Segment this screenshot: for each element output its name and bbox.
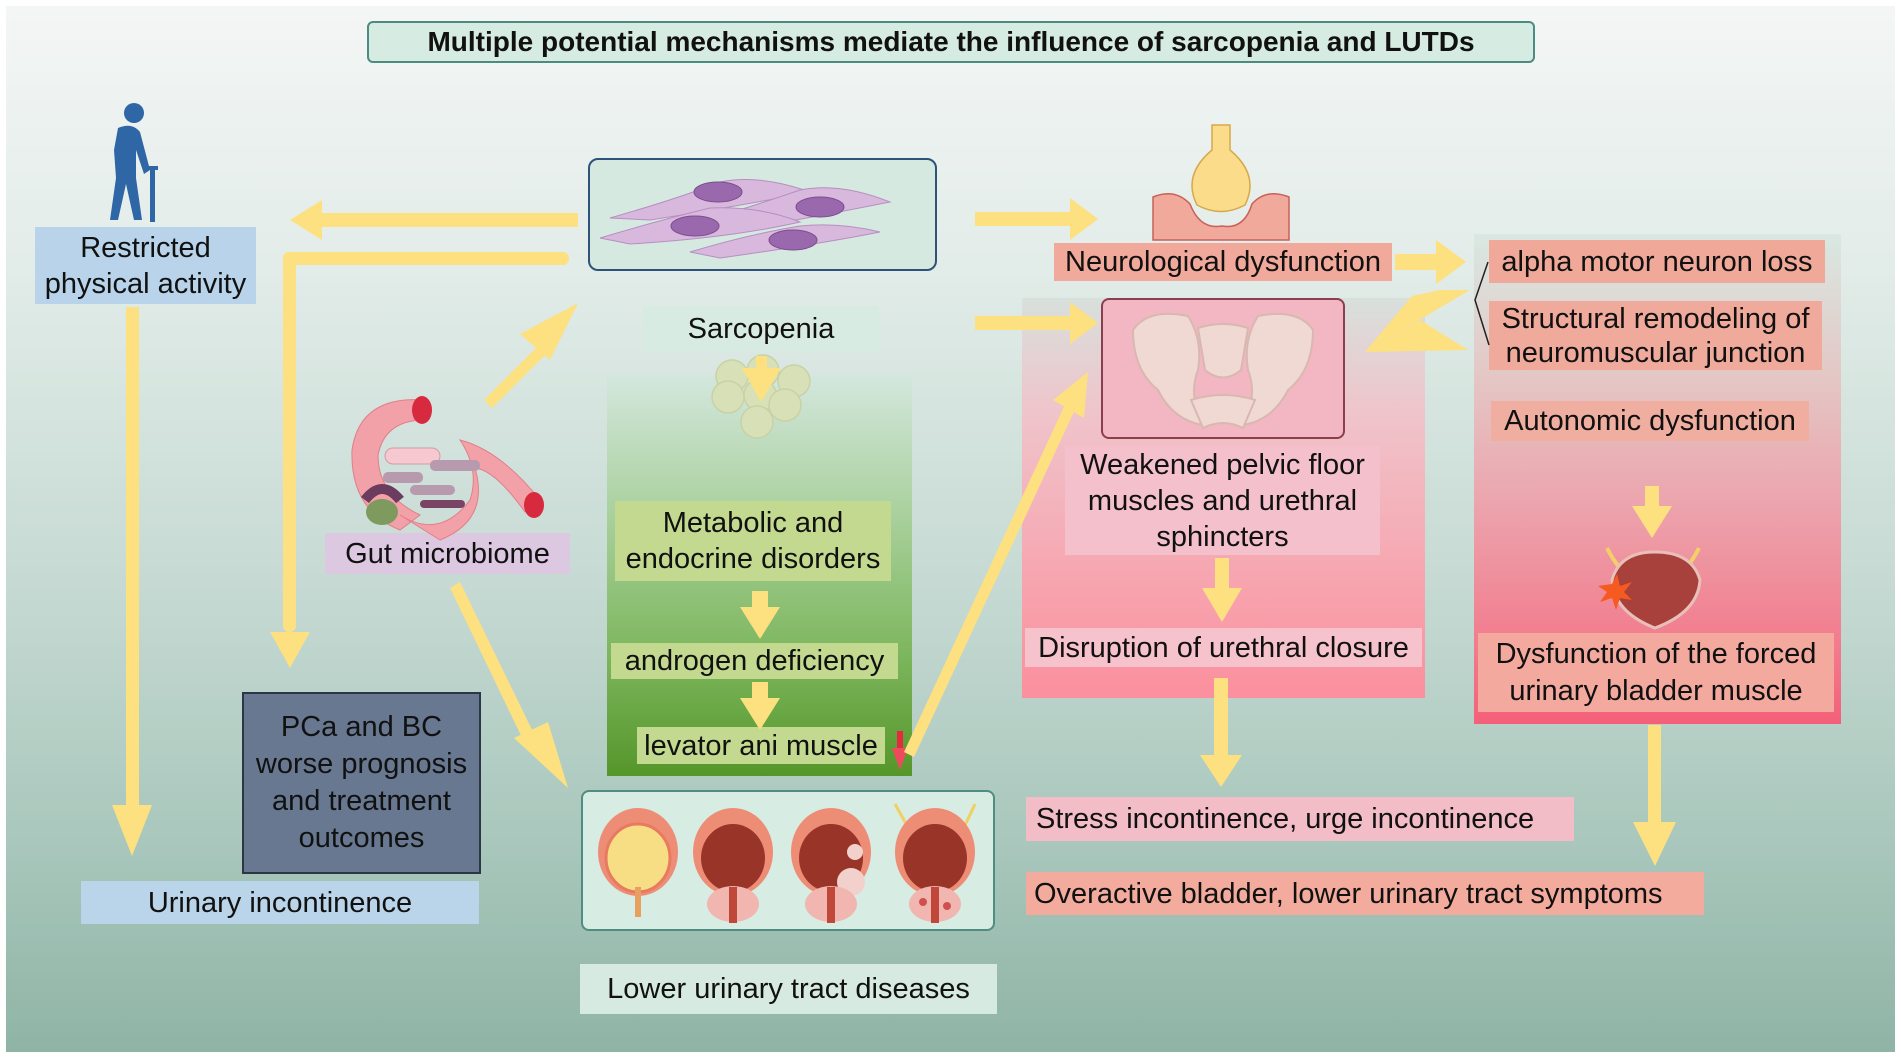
arrow-gut-to-sarcopenia (484, 303, 578, 408)
arrow-gut-to-lutd (450, 582, 538, 748)
neurological-dysfunction-label: Neurological dysfunction (1054, 243, 1392, 281)
arrow-levator-to-pelvic (904, 372, 1088, 757)
arrow-to-pelvic (975, 302, 1098, 344)
weakened-pelvic-floor-label: Weakened pelvic floor muscles and urethr… (1065, 446, 1380, 555)
pca-bc-prognosis-label: PCa and BC worse prognosis and treatment… (242, 692, 481, 874)
arrow-sarcopenia-to-metabolic (742, 356, 781, 402)
arrow-disruption-to-stress (1200, 678, 1242, 787)
metabolic-endocrine-label: Metabolic and endocrine disorders (615, 501, 891, 581)
arrow-structural-to-pelvic (1365, 290, 1470, 352)
bladder-diseases-box (581, 790, 995, 931)
arrow-to-restricted (290, 200, 578, 240)
lower-urinary-tract-diseases-label: Lower urinary tract diseases (580, 964, 997, 1014)
intestine-microbiome-icon (351, 396, 544, 541)
gut-microbiome-label: Gut microbiome (325, 533, 570, 574)
arrow-to-neuro (975, 198, 1098, 240)
bracket-connector (1474, 261, 1490, 346)
arrow-metabolic-to-androgen (740, 591, 780, 639)
levator-ani-label: levator ani muscle (637, 727, 885, 764)
sarcopenia-label: Sarcopenia (643, 306, 879, 352)
urinary-incontinence-label: Urinary incontinence (81, 881, 479, 924)
restricted-physical-activity-label: Restricted physical activity (35, 227, 256, 304)
muscle-cells-box (588, 158, 937, 271)
nmj-remodeling-label: Structural remodeling of neuromuscular j… (1489, 301, 1822, 370)
bladder-disease-series-icon (598, 803, 977, 923)
alpha-motor-neuron-loss-label: alpha motor neuron loss (1489, 240, 1825, 283)
urethral-closure-disruption-label: Disruption of urethral closure (1025, 628, 1422, 667)
bladder-muscle-dysfunction-label: Dysfunction of the forced urinary bladde… (1478, 633, 1834, 712)
arrow-dysfunction-to-overactive (1633, 725, 1676, 866)
elderly-person-with-cane-icon (110, 103, 158, 222)
arrow-group (112, 198, 1676, 866)
arrow-neuro-to-alpha (1395, 240, 1466, 284)
damaged-bladder-icon (1598, 547, 1702, 630)
androgen-deficiency-label: androgen deficiency (611, 643, 898, 679)
autonomic-dysfunction-label: Autonomic dysfunction (1491, 401, 1809, 441)
diagram-title: Multiple potential mechanisms mediate th… (367, 21, 1535, 63)
arrow-weakened-to-disruption (1202, 558, 1242, 622)
stress-urge-incontinence-label: Stress incontinence, urge incontinence (1026, 797, 1574, 841)
arrow-to-urinary-incontinence (112, 307, 152, 856)
pelvis-box (1101, 298, 1345, 439)
muscle-cells-icon (599, 179, 892, 259)
arrow-autonomic-to-bladder (1632, 486, 1672, 538)
neuromuscular-synapse-icon (1152, 124, 1290, 241)
red-down-arrow-icon (892, 731, 908, 770)
arrow-to-pca (270, 252, 569, 668)
arrow-androgen-to-levator (740, 682, 780, 730)
pelvis-bone-icon (1131, 312, 1315, 430)
arrow-gut-to-lutd-head (514, 722, 568, 788)
overactive-bladder-label: Overactive bladder, lower urinary tract … (1026, 872, 1704, 915)
